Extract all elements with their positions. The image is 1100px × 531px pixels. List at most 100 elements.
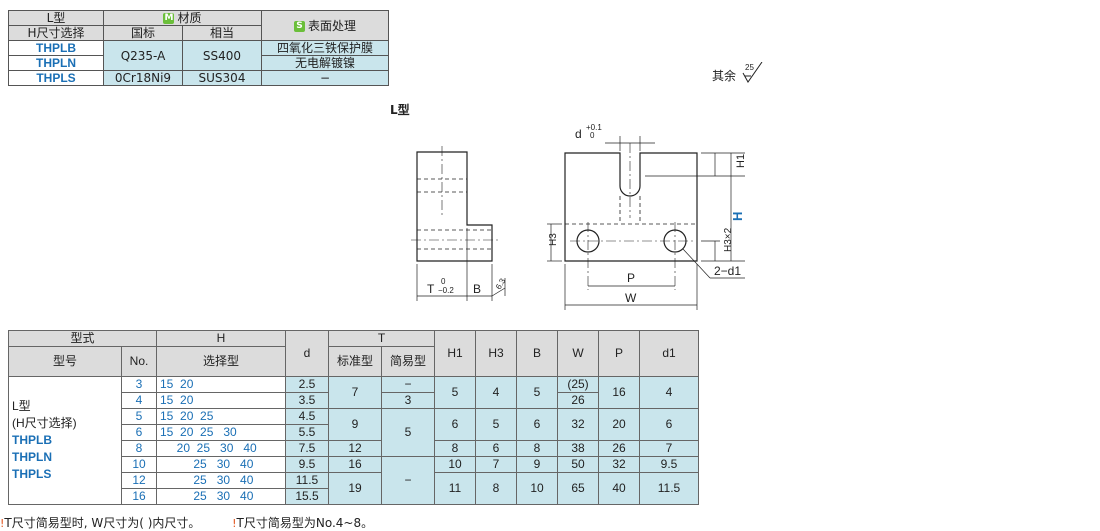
d1-cell: 7 (639, 440, 699, 457)
d-label: d (575, 127, 582, 141)
series-cell: L型 (H尺寸选择) THPLB THPLN THPLS (8, 376, 122, 505)
t-header: T (328, 330, 435, 347)
std-header: 标准型 (328, 346, 382, 377)
b-cell: 10 (516, 472, 558, 505)
select-cell: 25 30 40 (156, 472, 286, 489)
part-number: THPLN (8, 55, 104, 71)
surface-roughness-note: 其余 25 (712, 61, 766, 84)
footnotes: !T尺寸简易型时, W尺寸为( )内尺寸。 !T尺寸简易型为No.4~8。 (0, 514, 373, 531)
surface-treatment: 四氧化三铁保护膜 (261, 40, 389, 56)
d-tol-upper: +0.1 (586, 123, 602, 132)
h3-header: H3 (475, 330, 517, 377)
std-cell: 16 (328, 456, 382, 473)
d-cell: 4.5 (285, 408, 329, 425)
d-cell: 15.5 (285, 488, 329, 505)
no-cell: 6 (121, 424, 157, 441)
h-label: H (730, 212, 745, 221)
select-cell: 15 20 25 (156, 408, 286, 425)
h-select-header: H尺寸选择 (8, 25, 104, 41)
select-cell: 25 30 40 (156, 456, 286, 473)
std-cell: 9 (328, 408, 382, 441)
no-cell: 16 (121, 488, 157, 505)
select-cell: 15 20 (156, 376, 286, 393)
h3-label: H3 (548, 233, 559, 246)
h1-cell: 8 (434, 440, 476, 457)
p-cell: 16 (598, 376, 640, 409)
h-header: H (156, 330, 286, 347)
d1-cell: 9.5 (639, 456, 699, 473)
b-cell: 9 (516, 456, 558, 473)
t-label: T (427, 282, 435, 296)
model-header: 型式 (8, 330, 157, 347)
select-header: 选择型 (156, 346, 286, 377)
gb-material: 0Cr18Ni9 (103, 70, 183, 86)
h3-cell: 7 (475, 456, 517, 473)
h1-cell: 10 (434, 456, 476, 473)
note-2: T尺寸简易型为No.4~8。 (236, 516, 374, 530)
h1-label: H1 (735, 154, 747, 168)
simple-cell: − (381, 456, 435, 505)
d1-header: d1 (639, 330, 699, 377)
spec-table: 型式 H d T H1 H3 B W P d1 型号 No. 选择型 标准型 简… (8, 330, 699, 505)
std-cell: 7 (328, 376, 382, 409)
d-cell: 5.5 (285, 424, 329, 441)
no-cell: 10 (121, 456, 157, 473)
h3-cell: 8 (475, 472, 517, 505)
b-label: B (473, 282, 481, 296)
eq-material: SUS304 (182, 70, 262, 86)
gb-material: Q235-A (103, 40, 183, 71)
select-cell: 20 25 30 40 (156, 440, 286, 457)
simple-cell: − (381, 376, 435, 393)
t-tol-lower: −0.2 (438, 286, 454, 295)
d-cell: 3.5 (285, 392, 329, 409)
select-cell: 15 20 (156, 392, 286, 409)
p-cell: 20 (598, 408, 640, 441)
w-header: W (557, 330, 599, 377)
holes-label: 2−d1 (714, 264, 741, 278)
w-cell: 38 (557, 440, 599, 457)
type-header: 型号 (8, 346, 122, 377)
surface-treatment: − (261, 70, 389, 86)
h1-cell: 11 (434, 472, 476, 505)
m-badge-icon: M (163, 13, 175, 24)
no-cell: 4 (121, 392, 157, 409)
surface-treatment: 无电解镀镍 (261, 55, 389, 71)
w-cell: 50 (557, 456, 599, 473)
d-tol-lower: 0 (590, 131, 595, 140)
type-header: L型 (8, 10, 104, 26)
p-cell: 26 (598, 440, 640, 457)
b-header: B (516, 330, 558, 377)
select-cell: 15 20 25 30 (156, 424, 286, 441)
warning-icon: ! (0, 517, 5, 530)
s-badge-icon: S (293, 20, 305, 32)
d-cell: 9.5 (285, 456, 329, 473)
no-header: No. (121, 346, 157, 377)
simple-header: 简易型 (381, 346, 435, 377)
w-cell: 26 (557, 392, 599, 409)
h1-cell: 5 (434, 376, 476, 409)
no-cell: 3 (121, 376, 157, 393)
d-cell: 11.5 (285, 472, 329, 489)
side-view (411, 146, 506, 301)
h1-cell: 6 (434, 408, 476, 441)
no-cell: 8 (121, 440, 157, 457)
part-number: THPLS (8, 70, 104, 86)
h3-cell: 5 (475, 408, 517, 441)
b-cell: 6 (516, 408, 558, 441)
d-header: d (285, 330, 329, 377)
w-cell: 65 (557, 472, 599, 505)
d1-cell: 11.5 (639, 472, 699, 505)
technical-drawing: T 0 −0.2 B 6.3 (411, 123, 747, 310)
std-cell: 19 (328, 472, 382, 505)
front-view (547, 136, 745, 310)
angle-label: 6.3 (494, 276, 508, 291)
h3x2-label: H3×2 (723, 227, 734, 252)
h1-header: H1 (434, 330, 476, 377)
p-cell: 40 (598, 472, 640, 505)
b-cell: 8 (516, 440, 558, 457)
b-cell: 5 (516, 376, 558, 409)
gb-header: 国标 (103, 25, 183, 41)
d1-cell: 4 (639, 376, 699, 409)
